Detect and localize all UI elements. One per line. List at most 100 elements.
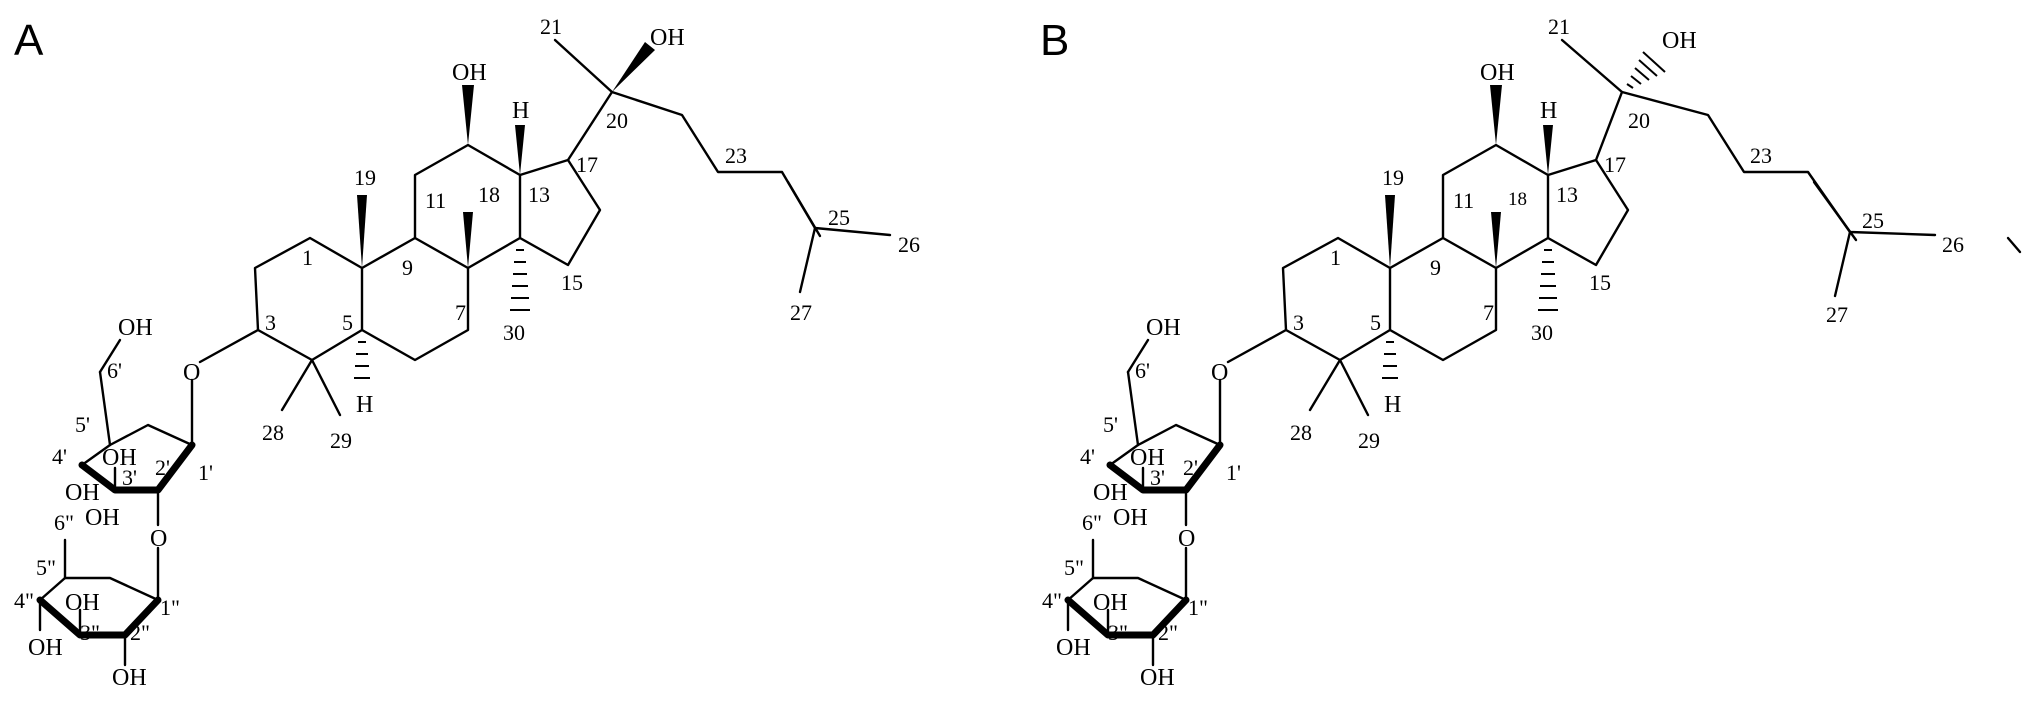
panel-letter-b: B (1040, 16, 1069, 65)
bond-line (78, 441, 196, 494)
label-n1pp: 1" (160, 595, 180, 620)
label-n18: 18 (1508, 189, 1527, 210)
label-n3p: 3' (122, 465, 137, 490)
label-oh-c20: OH (1662, 28, 1697, 54)
label-n7: 7 (455, 300, 466, 325)
bond-line (360, 236, 470, 362)
label-n13: 13 (1556, 182, 1578, 207)
bond-line (1560, 38, 1624, 94)
label-oh-c12: OH (452, 60, 487, 86)
panel-b-labels: OH OH H H 21 20 23 17 13 11 18 19 1 9 15… (1042, 14, 1964, 691)
label-n5pp: 5" (36, 555, 56, 580)
label-n15: 15 (561, 270, 583, 295)
bond-line (1642, 51, 1666, 73)
label-n27: 27 (1826, 302, 1848, 327)
label-n15: 15 (1589, 270, 1611, 295)
label-oh-4pp: OH (28, 635, 63, 661)
bond-line (798, 226, 817, 294)
label-oh-c20: OH (650, 25, 685, 51)
label-n17: 17 (576, 152, 598, 177)
bond-line (98, 370, 112, 447)
label-n23: 23 (1750, 143, 1772, 168)
bond-line (198, 328, 260, 364)
label-o-ether1: O (1211, 360, 1228, 386)
bond-line (1136, 423, 1222, 447)
label-n5pp: 5" (1064, 555, 1084, 580)
label-h5: H (1384, 392, 1401, 418)
wedge-oh12 (462, 85, 474, 145)
bond-line (36, 596, 162, 639)
label-n13: 13 (528, 182, 550, 207)
label-oh-2pp: OH (1140, 665, 1175, 691)
bond-line (1338, 358, 1370, 417)
label-oh-3pp: OH (65, 590, 100, 616)
hash-h5 (354, 341, 370, 379)
label-n6pp: 6" (54, 510, 74, 535)
label-n11: 11 (425, 188, 446, 213)
label-n26: 26 (1942, 232, 1964, 257)
label-n29: 29 (330, 428, 352, 453)
label-n5p: 5' (75, 412, 90, 437)
bond-line (98, 338, 122, 374)
bond-line (1091, 576, 1188, 602)
label-n19: 19 (1382, 165, 1404, 190)
label-n21: 21 (540, 14, 562, 39)
label-n3pp: 3" (80, 620, 100, 645)
label-n19: 19 (354, 165, 376, 190)
label-oh-3p: OH (1130, 445, 1165, 471)
label-oh-6pp: OH (85, 505, 120, 531)
bond-line (1064, 596, 1190, 639)
wedge-18 (463, 212, 473, 268)
bond-line (1630, 75, 1642, 85)
wedge-oh20 (612, 42, 655, 92)
label-n2p: 2' (155, 455, 170, 480)
label-n9: 9 (1430, 255, 1441, 280)
label-n27: 27 (790, 300, 812, 325)
bond-line (2006, 236, 2022, 254)
bond-line (1626, 83, 1634, 89)
label-n4pp: 4" (1042, 588, 1062, 613)
bond-line (1308, 358, 1342, 412)
label-n4pp: 4" (14, 588, 34, 613)
label-n23: 23 (725, 143, 747, 168)
hash-oh20-b (1626, 51, 1666, 89)
label-n11: 11 (1453, 188, 1474, 213)
wedge-bond (1491, 212, 1501, 268)
bond-line (1108, 443, 1140, 467)
label-n4p: 4' (52, 444, 67, 469)
label-h13: H (1540, 98, 1557, 124)
bond-group (1382, 341, 1398, 379)
hash-30 (510, 249, 530, 311)
bond-line (38, 576, 67, 602)
label-n3: 3 (1293, 310, 1304, 335)
label-n6p: 6' (1135, 358, 1150, 383)
panel-a-bonds (36, 38, 892, 667)
bond-line (1226, 328, 1288, 364)
label-n1p: 1' (1226, 460, 1241, 485)
label-n25: 25 (1862, 208, 1884, 233)
label-n21: 21 (1548, 14, 1570, 39)
label-n5p: 5' (1103, 412, 1118, 437)
label-n1: 1 (302, 245, 313, 270)
label-n7: 7 (1483, 300, 1494, 325)
panel-b-bonds (1064, 38, 2022, 667)
label-oh-c12: OH (1480, 60, 1515, 86)
label-n20: 20 (606, 108, 628, 133)
wedge-bond (1490, 85, 1502, 145)
bond-line (1388, 236, 1498, 362)
label-n25: 25 (828, 205, 850, 230)
bond-line (1441, 143, 1550, 270)
label-o-ether2: O (150, 526, 167, 552)
panel-a-labels: OH OH H H 21 20 23 17 13 11 18 19 1 9 15… (14, 14, 920, 691)
bond-line (63, 576, 160, 602)
bond-line (108, 423, 194, 447)
label-n2pp: 2" (1158, 620, 1178, 645)
label-n3p: 3' (1150, 465, 1165, 490)
panel-b: B (1040, 14, 2022, 691)
wedge-h13 (515, 125, 525, 175)
label-n26: 26 (898, 232, 920, 257)
bond-line (1126, 370, 1140, 447)
label-oh-6p: OH (118, 315, 153, 341)
bond-group (1538, 249, 1558, 311)
